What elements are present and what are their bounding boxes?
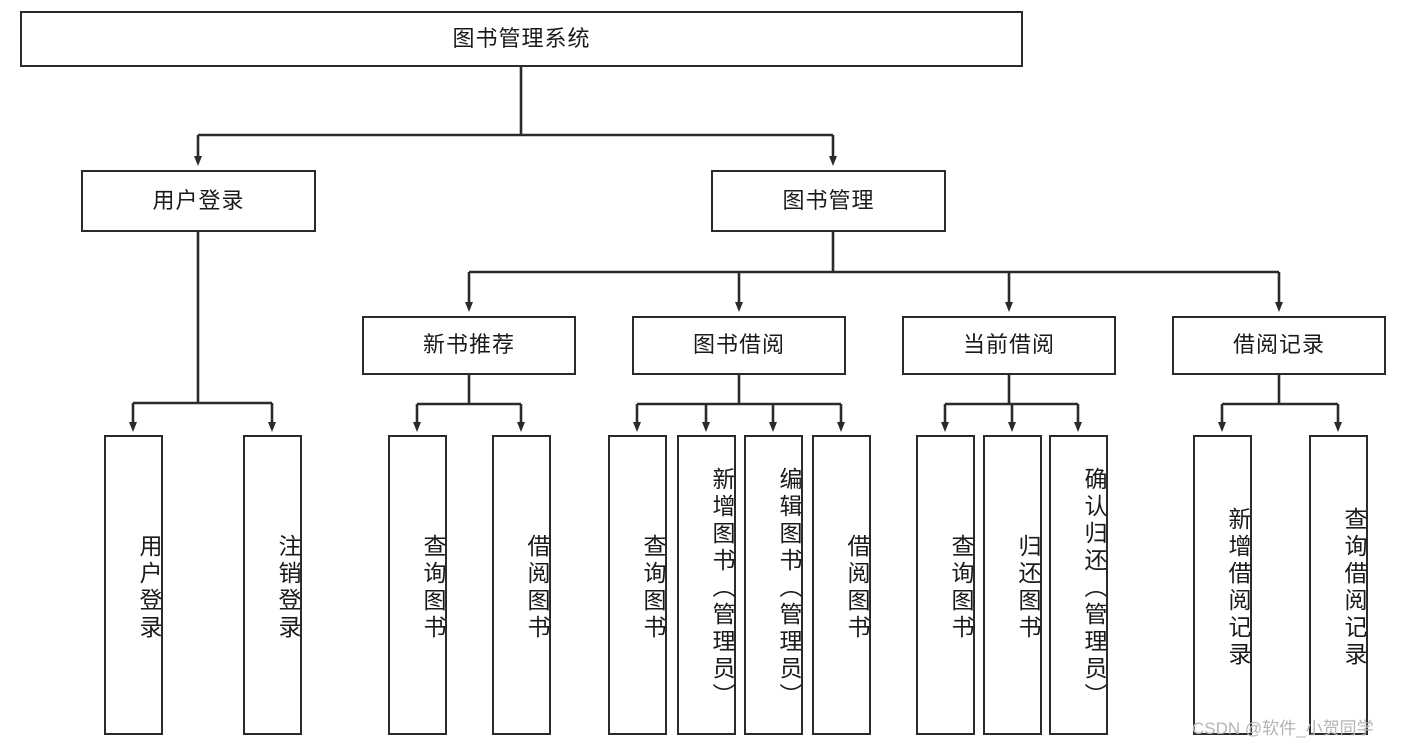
node-label: 注销登录 (275, 534, 301, 642)
leaf-current-return-book[interactable]: 归还图书 (983, 435, 1042, 735)
node-borrow-record[interactable]: 借阅记录 (1172, 316, 1386, 375)
node-book-management[interactable]: 图书管理 (711, 170, 946, 232)
node-label: 归还图书 (1015, 534, 1041, 642)
leaf-borrow-add-book-admin[interactable]: 新增图书（管理员） (677, 435, 736, 735)
node-label: 查询图书 (948, 534, 974, 642)
leaf-recommend-query-book[interactable]: 查询图书 (388, 435, 447, 735)
node-label: 确认归还（管理员） (1081, 466, 1107, 710)
node-label: 图书借阅 (692, 332, 785, 358)
node-label: 图书管理系统 (452, 25, 591, 51)
node-label: 查询借阅记录 (1341, 507, 1367, 669)
leaf-borrow-borrow-book[interactable]: 借阅图书 (812, 435, 871, 735)
node-user-login[interactable]: 用户登录 (81, 170, 316, 232)
node-current-borrow[interactable]: 当前借阅 (902, 316, 1116, 375)
node-label: 用户登录 (136, 534, 162, 642)
leaf-borrow-query-book[interactable]: 查询图书 (608, 435, 667, 735)
node-label: 查询图书 (640, 534, 666, 642)
node-label: 新增借阅记录 (1225, 507, 1251, 669)
leaf-recommend-borrow-book[interactable]: 借阅图书 (492, 435, 551, 735)
node-label: 图书管理 (782, 187, 875, 213)
leaf-user-login-login[interactable]: 用户登录 (104, 435, 163, 735)
leaf-record-add-borrow-record[interactable]: 新增借阅记录 (1193, 435, 1252, 735)
node-root-book-management-system[interactable]: 图书管理系统 (20, 11, 1023, 67)
node-label: 新书推荐 (422, 332, 515, 358)
leaf-record-query-borrow-record[interactable]: 查询借阅记录 (1309, 435, 1368, 735)
leaf-user-login-logout[interactable]: 注销登录 (243, 435, 302, 735)
node-label: 借阅图书 (524, 534, 550, 642)
node-label: 编辑图书（管理员） (776, 466, 802, 710)
node-new-book-recommend[interactable]: 新书推荐 (362, 316, 576, 375)
node-book-borrow[interactable]: 图书借阅 (632, 316, 846, 375)
node-label: 借阅记录 (1232, 332, 1325, 358)
node-label: 查询图书 (420, 534, 446, 642)
csdn-watermark: CSDN @软件_小贺同学 (1192, 719, 1374, 738)
node-label: 新增图书（管理员） (709, 466, 735, 710)
leaf-current-confirm-return-admin[interactable]: 确认归还（管理员） (1049, 435, 1108, 735)
node-label: 当前借阅 (962, 332, 1055, 358)
node-label: 借阅图书 (844, 534, 870, 642)
leaf-borrow-edit-book-admin[interactable]: 编辑图书（管理员） (744, 435, 803, 735)
node-label: 用户登录 (152, 187, 245, 213)
leaf-current-query-book[interactable]: 查询图书 (916, 435, 975, 735)
